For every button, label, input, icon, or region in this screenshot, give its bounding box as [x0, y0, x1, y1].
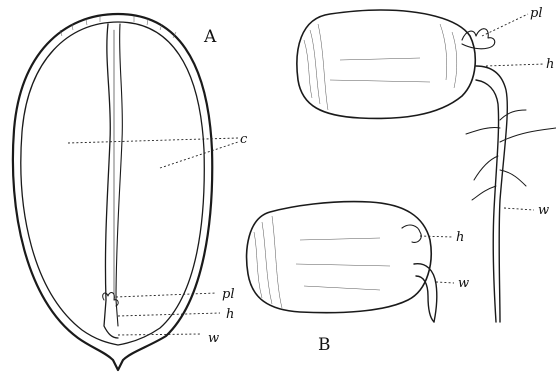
label-pl-top: pl	[530, 6, 542, 21]
seed-b-ribs	[254, 216, 390, 308]
panel-b-leaders	[420, 236, 454, 283]
leader-h-top	[486, 64, 544, 66]
leader-c-2	[160, 142, 238, 168]
seed-top-ribs	[304, 24, 457, 110]
embryo-cord-right	[116, 24, 122, 326]
seed-body-b	[247, 202, 432, 313]
panel-letter-b: B	[318, 335, 331, 355]
label-w-b: w	[458, 276, 469, 291]
leader-w-a	[118, 334, 200, 335]
plumule-b	[402, 225, 421, 242]
seed-section-a	[13, 14, 212, 370]
germinating-seed-top	[297, 10, 556, 322]
label-h-top: h	[546, 57, 554, 72]
seed-coat-outer	[13, 14, 212, 370]
label-pl-a: pl	[222, 287, 234, 302]
label-c: c	[240, 132, 248, 147]
label-w-top: w	[538, 203, 549, 218]
coat-band-shading	[60, 16, 176, 38]
leader-w-top	[504, 208, 534, 210]
label-h-b: h	[456, 230, 464, 245]
root-top-right	[476, 80, 499, 322]
panel-letter-a: A	[203, 27, 217, 47]
germinating-seed-b	[247, 202, 437, 322]
leader-pl-top	[482, 14, 528, 36]
leader-h-b	[420, 236, 452, 237]
lateral-roots	[466, 110, 556, 200]
seed-coat-inner	[21, 22, 204, 345]
leader-pl-a	[116, 293, 216, 297]
leader-w-b	[436, 282, 454, 283]
label-h-a: h	[226, 307, 234, 322]
label-w-a: w	[208, 331, 219, 346]
leader-h-a	[118, 313, 220, 316]
